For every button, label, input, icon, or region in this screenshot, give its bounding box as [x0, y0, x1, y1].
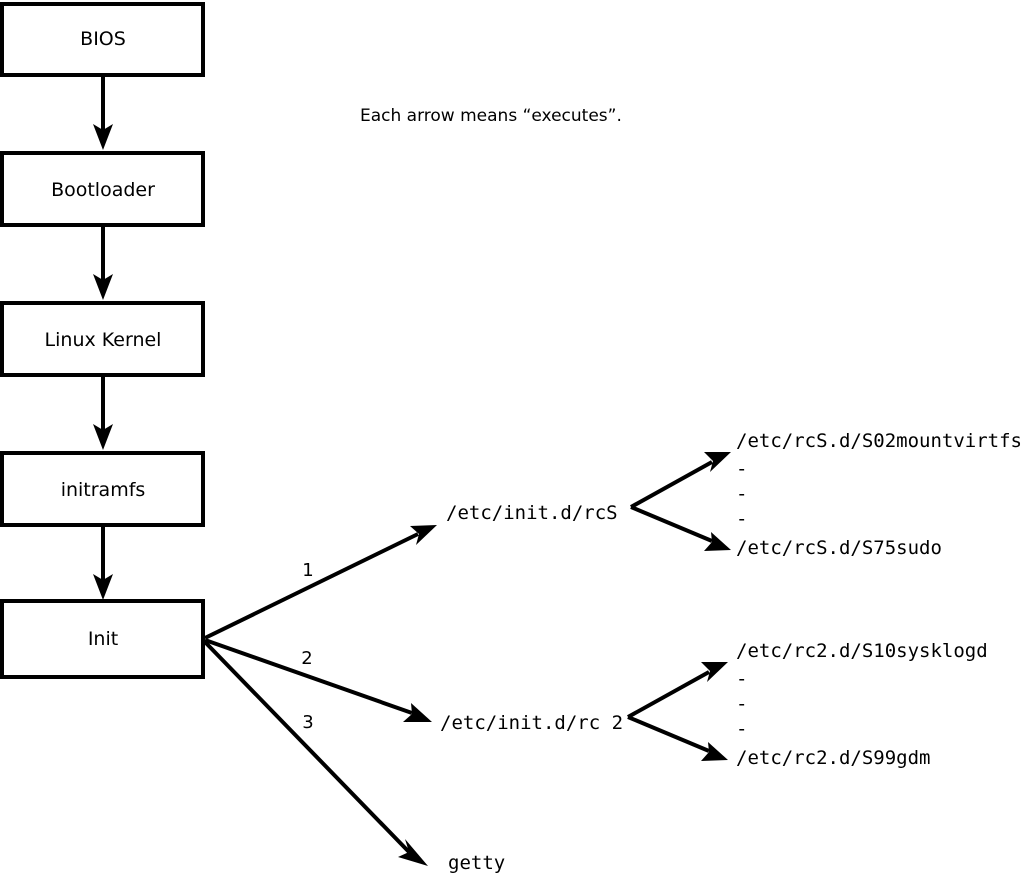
edge-init-to-getty: 3 — [203, 640, 428, 866]
edge-bios-to-bootloader — [93, 75, 113, 150]
rc2-script-label: /etc/init.d/rc 2 — [440, 712, 623, 734]
getty-label: getty — [448, 852, 505, 874]
edge-rcs-to-last-script — [630, 505, 731, 551]
rcs-last-script: /etc/rcS.d/S75sudo — [736, 537, 942, 559]
edge-init-to-rcs: 1 — [204, 525, 437, 640]
arrow-head-down-icon — [93, 424, 113, 450]
rcs-script-label: /etc/init.d/rcS — [446, 502, 618, 524]
edge-rc2-to-last-script — [627, 715, 728, 761]
node-bootloader: Bootloader — [0, 151, 205, 227]
arrow-head-up-right-icon — [410, 525, 437, 545]
arrow-head-down-icon — [93, 274, 113, 300]
branch-number-3: 3 — [302, 712, 313, 733]
rcs-ellipsis-dash-2: - — [736, 483, 747, 505]
bootloader-label: Bootloader — [51, 179, 155, 201]
edge-kernel-to-initramfs — [93, 375, 113, 450]
edge-bootloader-to-kernel — [93, 225, 113, 300]
linux-kernel-label: Linux Kernel — [45, 329, 162, 351]
rcs-ellipsis-dash-1: - — [736, 458, 747, 480]
rcs-first-script: /etc/rcS.d/S02mountvirtfs — [736, 430, 1022, 452]
edge-rcs-to-first-script — [630, 452, 731, 509]
edge-init-to-rc2: 2 — [204, 638, 432, 722]
branch-number-1: 1 — [302, 560, 313, 581]
arrow-head-down-right-icon — [398, 839, 428, 866]
arrow-head-up-right-icon — [701, 662, 728, 682]
edge-rc2-to-first-script — [627, 662, 728, 719]
edge-initramfs-to-init — [93, 525, 113, 600]
rc2-ellipsis-dash-1: - — [736, 668, 747, 690]
init-box — [0, 599, 205, 679]
arrow-head-down-icon — [93, 124, 113, 150]
node-linux-kernel: Linux Kernel — [0, 301, 205, 377]
initramfs-label: initramfs — [61, 479, 146, 501]
rcs-ellipsis-dash-3: - — [736, 508, 747, 530]
node-init: Init — [0, 599, 205, 679]
bootloader-box — [0, 151, 205, 227]
arrow-head-up-right-icon — [704, 452, 731, 472]
diagram-caption: Each arrow means “executes”. — [360, 106, 622, 126]
node-bios: BIOS — [0, 2, 205, 77]
bios-label: BIOS — [80, 28, 126, 50]
arrow-head-down-right-icon — [403, 703, 432, 722]
rc2-last-script: /etc/rc2.d/S99gdm — [736, 747, 930, 769]
rc2-ellipsis-dash-2: - — [736, 693, 747, 715]
node-initramfs: initramfs — [0, 451, 205, 527]
linux-kernel-box — [0, 301, 205, 377]
init-label: Init — [88, 628, 118, 650]
branch-number-2: 2 — [301, 648, 312, 669]
rc2-first-script: /etc/rc2.d/S10sysklogd — [736, 640, 988, 662]
arrow-head-down-right-icon — [701, 742, 728, 761]
rc2-ellipsis-dash-3: - — [736, 718, 747, 740]
arrow-head-down-icon — [93, 574, 113, 600]
arrow-head-down-right-icon — [704, 532, 731, 551]
